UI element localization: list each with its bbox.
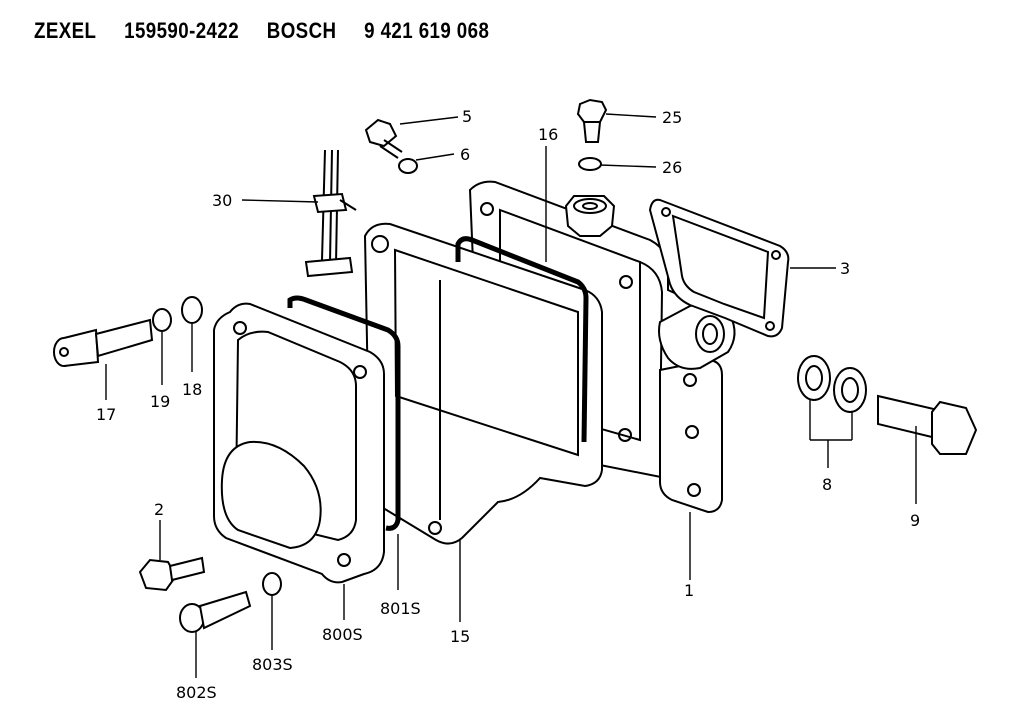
callout-25: 25	[662, 108, 682, 127]
maker-bosch: BOSCH	[266, 18, 337, 43]
washer-8b	[833, 367, 867, 413]
callout-8: 8	[822, 475, 832, 494]
o-ring-lower	[287, 295, 401, 531]
callout-17: 17	[96, 405, 116, 424]
front-cap	[220, 330, 357, 550]
callout-801s: 801S	[380, 599, 421, 618]
washer-18	[181, 296, 203, 324]
callout-9: 9	[910, 511, 920, 530]
callout-16: 16	[538, 125, 558, 144]
callout-5: 5	[462, 107, 472, 126]
callout-26: 26	[662, 158, 682, 177]
screw-2	[138, 556, 206, 592]
gasket	[648, 198, 790, 338]
callout-6: 6	[460, 145, 470, 164]
washer-19	[152, 308, 172, 332]
plug-25	[576, 98, 608, 143]
callout-3: 3	[840, 259, 850, 278]
o-ring-upper	[455, 236, 589, 443]
wire-harness-30	[304, 149, 357, 278]
maker-zexel: ZEXEL	[34, 18, 97, 43]
washer-6	[398, 158, 418, 174]
callout-800s: 800S	[322, 625, 363, 644]
washer-803s	[262, 572, 282, 596]
callout-15: 15	[450, 627, 470, 646]
leader-lines	[105, 113, 917, 678]
bolt-17	[53, 318, 154, 367]
callout-19: 19	[150, 392, 170, 411]
top-nut	[564, 195, 616, 237]
part-number-bosch: 9 421 619 068	[364, 18, 490, 43]
front-housing	[363, 222, 603, 545]
screw-5	[364, 118, 403, 159]
callout-18: 18	[182, 380, 202, 399]
washer-26	[578, 157, 602, 171]
mounting-plate	[659, 358, 723, 514]
callout-2: 2	[154, 500, 164, 519]
callout-30: 30	[212, 191, 232, 210]
callout-803s: 803S	[252, 655, 293, 674]
screw-802s	[179, 590, 252, 633]
callout-802s: 802S	[176, 683, 217, 702]
callout-1: 1	[684, 581, 694, 600]
diagram-header: ZEXEL 159590-2422 BOSCH 9 421 619 068	[34, 18, 511, 44]
part-number-zexel: 159590-2422	[124, 18, 240, 43]
bolt-9	[877, 394, 978, 455]
washer-8a	[797, 355, 831, 401]
